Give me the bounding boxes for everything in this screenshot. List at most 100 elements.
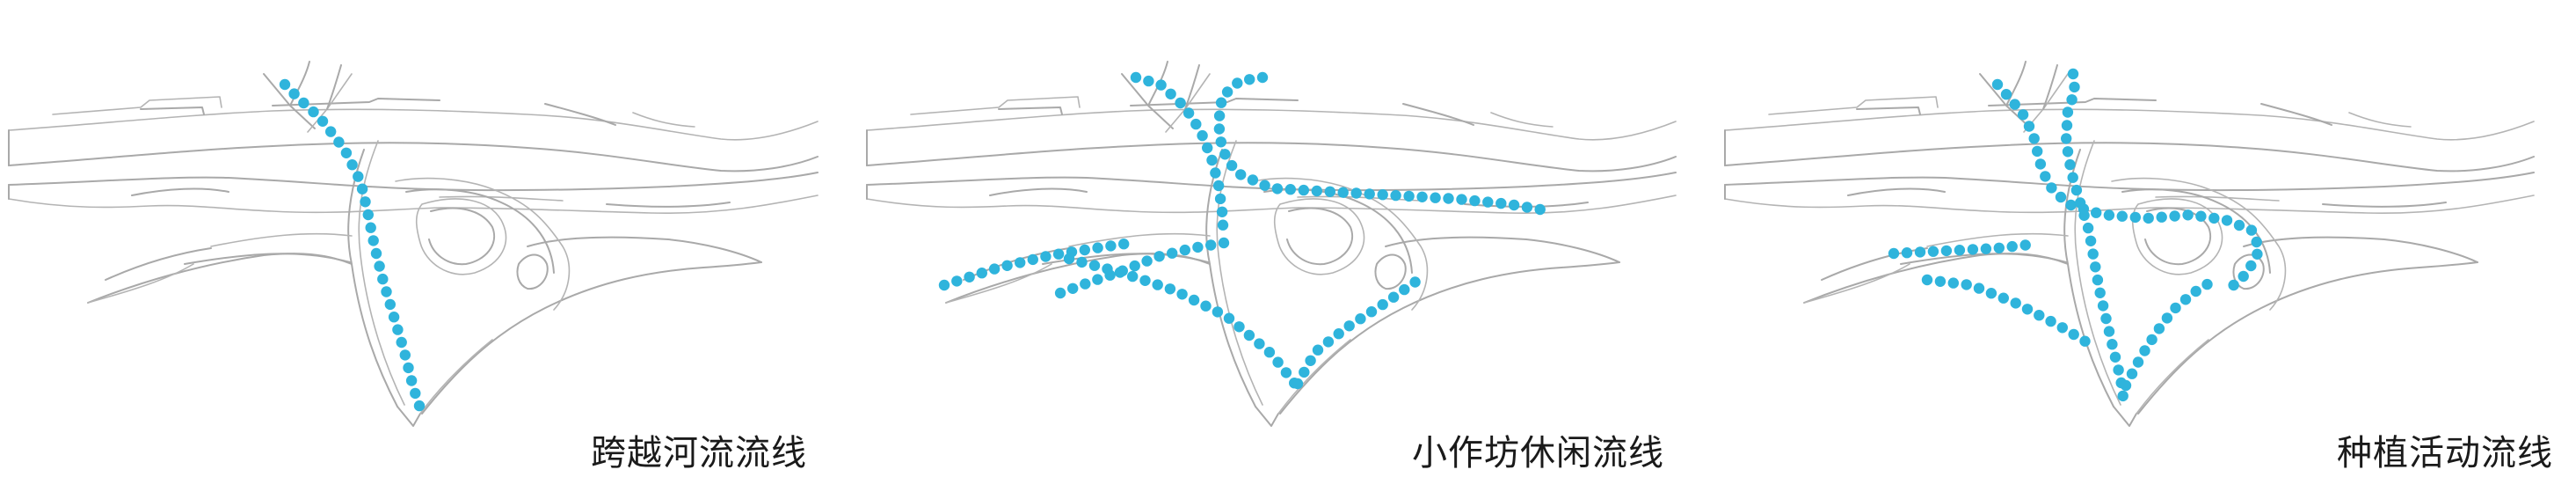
route-dot: [2065, 199, 2077, 211]
map-line: [8, 194, 819, 215]
map-line: [1803, 263, 1910, 304]
route-dot: [1947, 277, 1959, 289]
route-dot: [2034, 158, 2047, 170]
route-dot: [1052, 248, 1065, 260]
route-dot: [1355, 313, 1366, 325]
map-line: [2260, 103, 2332, 126]
route-dot: [1165, 88, 1176, 100]
route-dot: [2078, 209, 2090, 221]
route-dot: [1040, 251, 1052, 262]
route-dot: [1337, 187, 1349, 198]
route-dot: [1350, 187, 1362, 199]
route-dot: [1940, 245, 1953, 257]
route-dot: [1247, 174, 1259, 186]
route-dot: [1130, 71, 1142, 84]
route-dot: [405, 375, 418, 386]
route-dot: [2201, 278, 2213, 290]
map-line: [1385, 236, 1620, 263]
map-line: [632, 112, 695, 128]
route-dot: [1921, 274, 1933, 286]
route-dot: [325, 126, 337, 137]
route-dot: [2074, 197, 2086, 209]
route-dot: [1416, 191, 1428, 202]
route-dot: [1508, 199, 1520, 211]
route-dot: [1092, 274, 1103, 285]
route-dot: [2169, 210, 2180, 222]
map-line: [1184, 64, 1200, 110]
route-dot: [1164, 283, 1176, 295]
map-line: [544, 103, 616, 126]
route-dot: [1197, 129, 1208, 142]
route-dot: [1155, 79, 1167, 91]
caption-cross-river: 跨越河流流线: [591, 433, 807, 473]
route-dot: [396, 336, 407, 349]
route-dot: [1299, 366, 1310, 378]
map-line: [1847, 187, 1946, 196]
route-dot: [2252, 248, 2263, 260]
site-map: [8, 61, 819, 427]
map-line: [419, 339, 493, 415]
route-dot: [1469, 194, 1481, 207]
route-dot: [1973, 283, 1985, 294]
map-line: [1724, 172, 2535, 192]
map-line: [2144, 207, 2211, 266]
route-dot: [2023, 121, 2035, 132]
route-dot: [1215, 136, 1226, 148]
route-dot: [2116, 210, 2128, 222]
route-dot: [2082, 222, 2094, 234]
route-dot: [2221, 215, 2233, 226]
map-line: [1856, 106, 1921, 115]
route-dot: [1067, 283, 1079, 294]
route-dot: [1263, 347, 1276, 358]
route-dot: [1377, 189, 1388, 201]
map-line: [866, 142, 1677, 172]
route-dot: [2034, 310, 2045, 321]
route-dot: [392, 324, 404, 335]
route-dot: [374, 261, 385, 272]
route-dot: [1213, 123, 1226, 135]
route-dot: [1054, 287, 1066, 299]
route-dot: [2062, 106, 2074, 118]
map-line: [1988, 98, 2157, 106]
route-dot: [1114, 267, 1126, 278]
route-dot: [1141, 255, 1153, 267]
route-dot: [2094, 287, 2106, 298]
map-line: [87, 263, 194, 304]
map-line: [2243, 236, 2478, 263]
route-dot: [365, 222, 376, 233]
route-dot: [1901, 247, 1913, 259]
route-dot: [2146, 334, 2158, 346]
route-dot: [2195, 210, 2207, 222]
route-dot: [1079, 244, 1090, 256]
route-dot: [1495, 197, 1507, 209]
route-dot: [1991, 78, 2004, 91]
route-dot: [1243, 329, 1255, 341]
route-dot: [1210, 167, 1221, 179]
route-dot: [2068, 328, 2079, 341]
route-dot: [2117, 390, 2128, 402]
route-dot: [1102, 263, 1113, 275]
route-dot: [384, 298, 396, 311]
route-dot: [333, 136, 345, 148]
map-line: [516, 253, 549, 290]
route-dot: [2182, 209, 2194, 221]
route-dot: [1985, 288, 1997, 299]
map-line: [1926, 232, 2069, 247]
route-dot: [2045, 315, 2056, 327]
map-line: [1768, 96, 1939, 115]
map-line: [289, 61, 310, 106]
route-dot: [2209, 212, 2220, 224]
route-dot: [346, 159, 358, 171]
route-dot: [2132, 356, 2144, 368]
route-dot: [1153, 251, 1165, 262]
route-dot: [1217, 219, 1229, 231]
route-dot: [2069, 81, 2080, 93]
map-line: [397, 406, 421, 427]
route-dot: [1521, 202, 1533, 213]
map-line: [1724, 142, 2535, 172]
map-line: [140, 106, 205, 115]
route-dot: [1305, 355, 1316, 366]
route-dot: [1888, 247, 1900, 260]
map-line: [1130, 98, 1299, 106]
route-dot: [403, 362, 414, 374]
